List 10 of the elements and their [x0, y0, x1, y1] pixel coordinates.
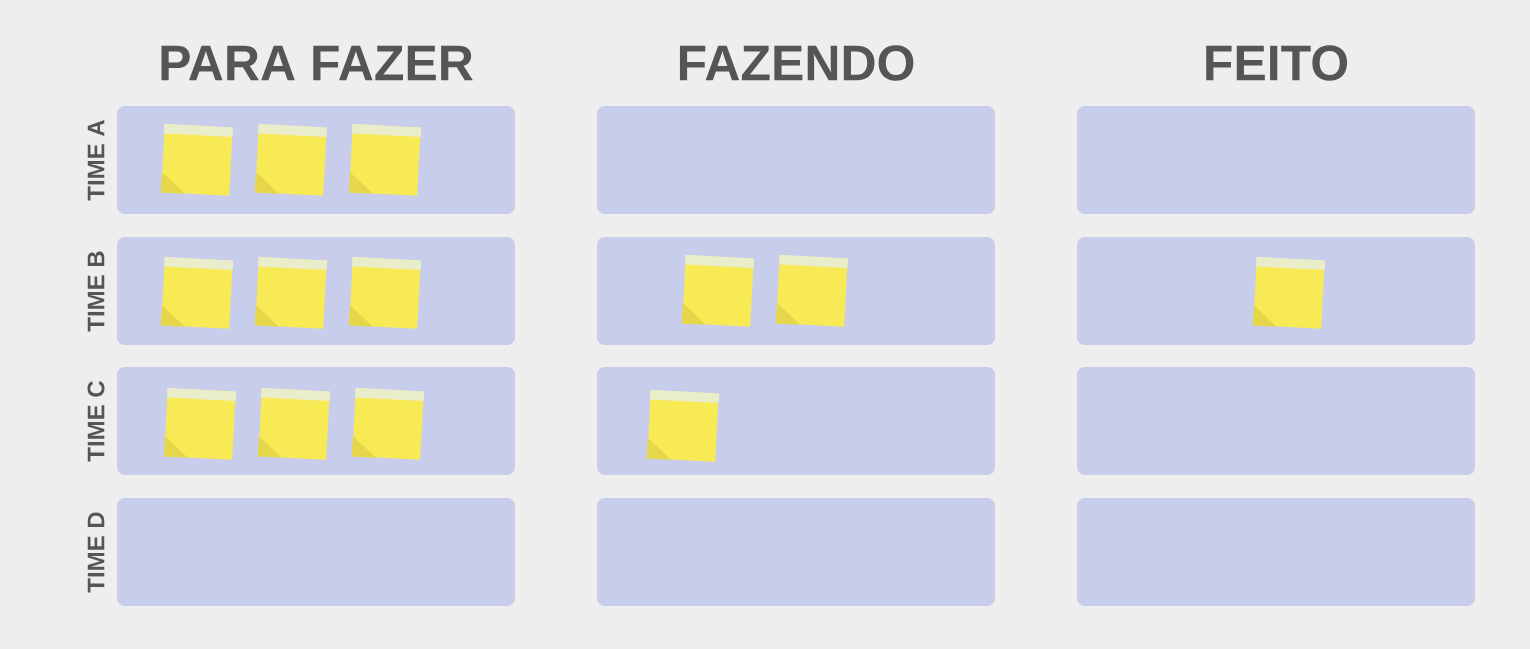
row-label: TIME A [87, 120, 105, 201]
board-cell [597, 106, 995, 214]
row-label: TIME C [87, 381, 105, 462]
board-cell [1077, 106, 1475, 214]
board-cell [1077, 367, 1475, 475]
column-heading: PARA FAZER [161, 45, 473, 81]
board-cell [117, 498, 515, 606]
board-cell [597, 498, 995, 606]
row-label: TIME B [87, 251, 105, 332]
board-cell [1077, 498, 1475, 606]
